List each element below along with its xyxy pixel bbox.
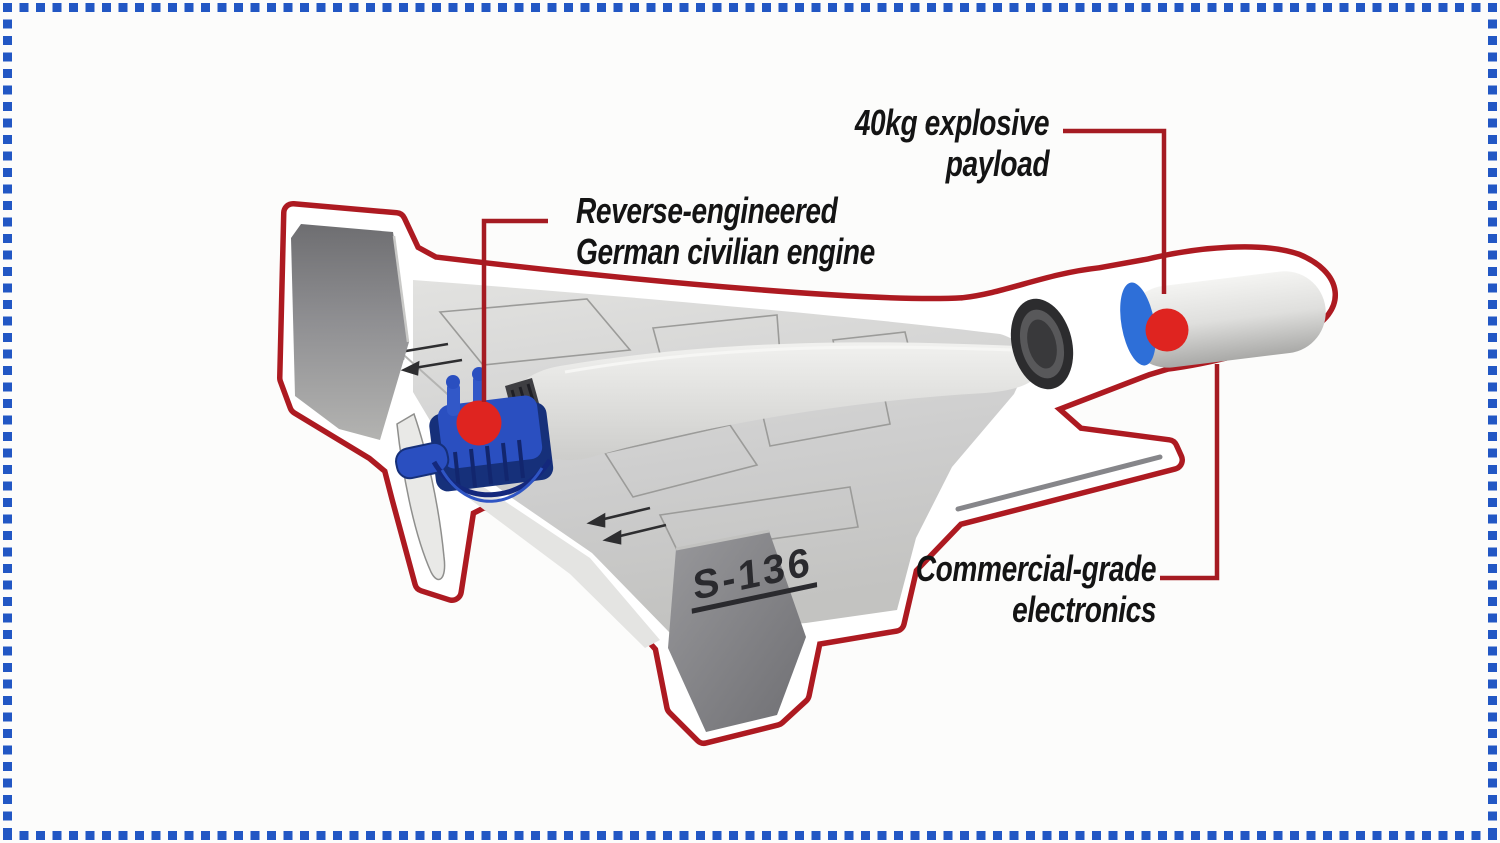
- wing-underside: [455, 478, 660, 648]
- callout-line-engine: [481, 218, 548, 402]
- callout-engine-line2: German civilian engine: [576, 231, 875, 272]
- callout-payload-label: 40kg explosive payload: [854, 102, 1050, 184]
- callout-electronics-label: Commercial-grade electronics: [915, 548, 1157, 630]
- callout-payload-line2: payload: [945, 143, 1050, 184]
- fin-right: [668, 531, 806, 732]
- callout-engine-label: Reverse-engineered German civilian engin…: [576, 190, 875, 272]
- nose-cone: [1120, 271, 1326, 368]
- engine-highlight-dot: [456, 400, 502, 446]
- warhead-highlight-dot: [1145, 308, 1189, 352]
- fin-top-highlight: [675, 529, 770, 551]
- fuselage-spine-highlight: [564, 345, 1016, 374]
- warhead-disc: [1120, 282, 1156, 366]
- winglet-left: [291, 224, 409, 440]
- engine-cooling-ribs: [453, 439, 525, 491]
- fuselage-spine: [505, 342, 1043, 461]
- callout-engine-line1: Reverse-engineered: [576, 190, 838, 231]
- antenna: [955, 454, 1163, 512]
- callout-payload-line1: 40kg explosive: [854, 102, 1050, 143]
- winglet-edge-highlight: [392, 235, 410, 343]
- callout-electronics-line2: electronics: [1012, 589, 1156, 630]
- callout-line-payload: [1063, 128, 1167, 294]
- callout-electronics-line1: Commercial-grade: [915, 548, 1157, 589]
- callout-line-electronics: [1160, 364, 1220, 581]
- engine-wire-2: [440, 467, 544, 503]
- fuselage-cut-ring: [1010, 298, 1074, 390]
- marking-underline: [691, 582, 818, 614]
